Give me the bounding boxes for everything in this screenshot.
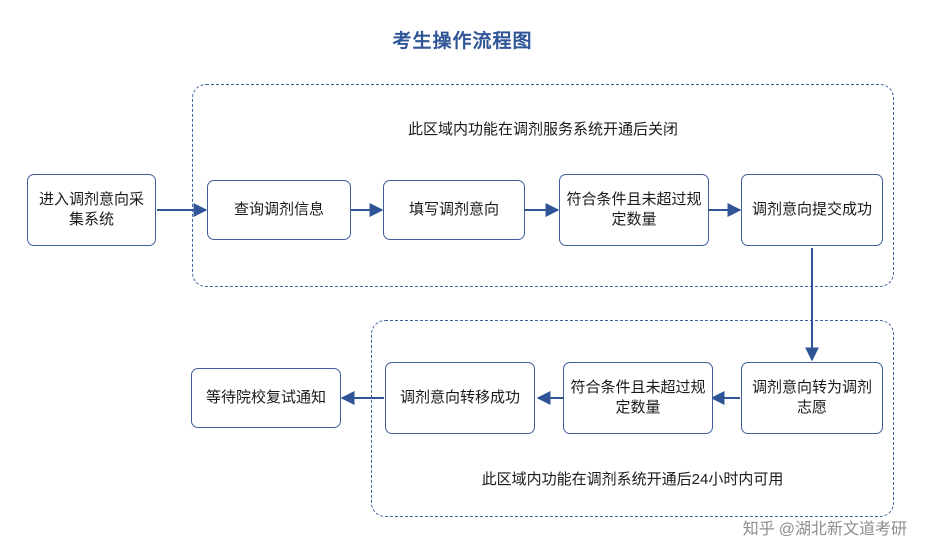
node-wait-notice[interactable]: 等待院校复试通知 [191, 368, 341, 428]
node-start[interactable]: 进入调剂意向采集系统 [27, 174, 156, 246]
node-check-condition-top[interactable]: 符合条件且未超过规定数量 [559, 174, 709, 246]
watermark: 知乎@湖北新文道考研 [743, 515, 907, 539]
dashed-region-bottom [371, 320, 894, 517]
node-submit-success[interactable]: 调剂意向提交成功 [741, 174, 883, 246]
node-fill-intention[interactable]: 填写调剂意向 [383, 180, 525, 240]
note-top: 此区域内功能在调剂服务系统开通后关闭 [407, 121, 678, 138]
node-transfer-success[interactable]: 调剂意向转移成功 [385, 362, 535, 434]
node-convert-to-volunteer[interactable]: 调剂意向转为调剂志愿 [741, 362, 883, 434]
page-title: 考生操作流程图 [392, 31, 533, 52]
zhihu-logo-icon: 知乎 [742, 521, 775, 538]
node-check-condition-bottom[interactable]: 符合条件且未超过规定数量 [563, 362, 713, 434]
watermark-text: @湖北新文道考研 [778, 521, 907, 538]
note-bottom: 此区域内功能在调剂系统开通后24小时内可用 [481, 471, 784, 488]
node-query-info[interactable]: 查询调剂信息 [207, 180, 351, 240]
dashed-region-top [192, 84, 894, 287]
